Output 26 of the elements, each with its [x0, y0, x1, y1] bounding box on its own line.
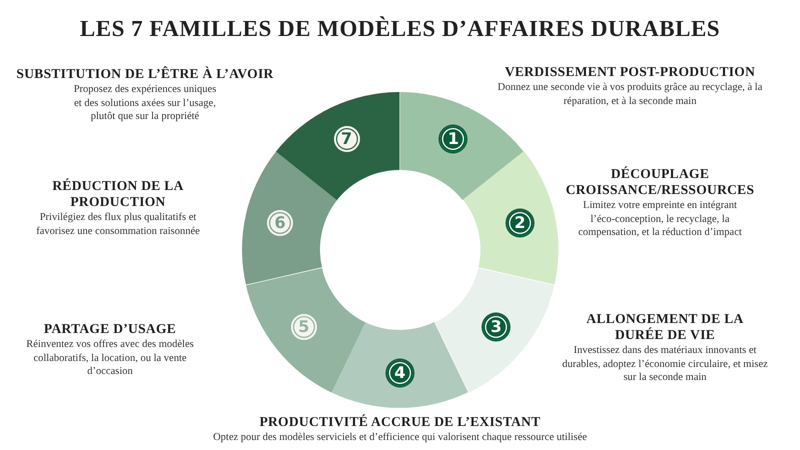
number-badge: 2	[506, 210, 533, 236]
title: LES 7 FAMILLES DE MODÈLES D’AFFAIRES DURABLES	[78, 16, 722, 42]
ring-segment	[276, 92, 400, 200]
description-text: Réinventez vos offres avec des modèles collaboratifs, la location, ou la vente d’occasion	[26, 338, 194, 378]
description-text: Donnez une seconde vie à vos produits grâce au recyclage, à la réparation, et à la seconde main	[496, 81, 764, 108]
section-heading: RÉDUCTION DE LA PRODUCTION	[51, 178, 185, 210]
section-heading: VERDISSEMENT POST-PRODUCTION	[504, 64, 756, 80]
number-badge: 4	[386, 360, 413, 386]
number-badge: 3	[483, 314, 510, 340]
section-heading: PRODUCTIVITÉ ACCRUE DE L’EXISTANT	[258, 414, 542, 430]
description-text: Optez pour des modèles serviciels et d’efficience qui valorisent chaque ressource utilisée	[212, 431, 588, 444]
section-heading: SUBSTITUTION DE L’ÊTRE À L’AVOIR	[15, 66, 275, 82]
section-heading: PARTAGE D’USAGE	[42, 321, 178, 337]
ring-segment	[331, 322, 469, 408]
description-text: Proposez des expériences uniques et des solutions axées sur l’usage, plutôt que sur la propriété	[72, 83, 218, 124]
section-heading: DÉCOUPLAGE CROISSANCE/RESSOURCES	[564, 166, 756, 198]
number-badge: 1	[440, 126, 466, 152]
ring-segment	[246, 268, 366, 392]
section-heading: ALLONGEMENT DE LA DURÉE DE VIE	[585, 311, 745, 343]
ring-segment	[434, 268, 554, 392]
description-text: Investissez dans des matériaux innovants et durables, adoptez l’économie circulaire, et misez sur la seconde main	[561, 344, 769, 384]
ring-segment	[242, 151, 338, 286]
ring-segment	[400, 92, 524, 200]
description-text: Limitez votre empreinte en intégrant l’éco-conception, le recyclage, la compensation, et la réduction d’impact	[578, 199, 742, 240]
ring-segment	[462, 151, 558, 286]
description-text: Privilégiez des flux plus qualitatifs et favorisez une consommation raisonnée	[35, 211, 201, 238]
